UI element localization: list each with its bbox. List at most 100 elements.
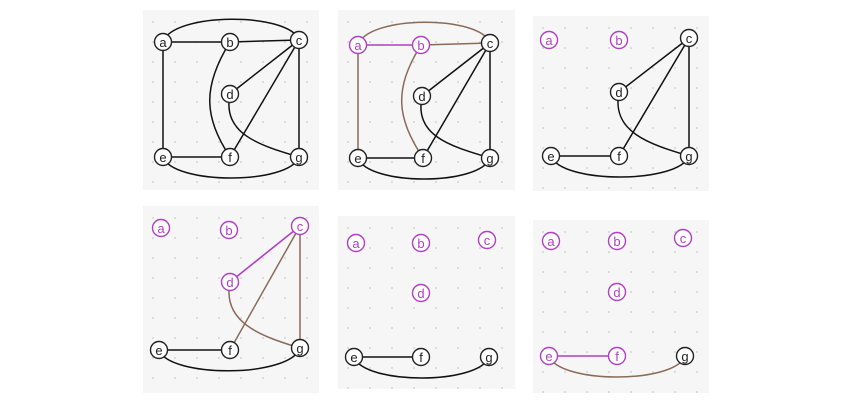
node-label: b <box>613 234 620 249</box>
node-g: g <box>675 346 695 366</box>
node-label: f <box>421 151 425 166</box>
edge-d-g <box>617 91 690 157</box>
node-f: f <box>220 340 240 360</box>
node-label: d <box>613 285 620 300</box>
edge-a-c <box>162 18 300 43</box>
node-label: e <box>545 349 552 364</box>
edge-e-g <box>353 356 490 379</box>
edge-c-f <box>422 42 491 159</box>
node-label: e <box>159 150 166 165</box>
node-circle <box>219 220 239 240</box>
node-circle <box>346 233 366 253</box>
node-c: c <box>480 33 500 53</box>
node-c: c <box>290 216 310 236</box>
node-circle <box>609 82 629 102</box>
node-circle <box>151 218 171 238</box>
node-d: d <box>609 82 629 102</box>
node-c: c <box>289 30 309 50</box>
node-circle <box>477 230 497 250</box>
node-label: a <box>157 221 165 236</box>
edge-c-d <box>421 42 491 97</box>
edge-e-g <box>548 355 686 378</box>
node-label: c <box>487 36 494 51</box>
edge-c-d <box>618 37 690 93</box>
node-c: c <box>477 230 497 250</box>
node-label: c <box>484 233 491 248</box>
node-a: a <box>346 233 366 253</box>
node-circle <box>411 347 431 367</box>
node-label: g <box>296 341 303 356</box>
node-b: b <box>220 32 240 52</box>
node-circle <box>541 146 561 166</box>
node-circle <box>413 148 433 168</box>
node-label: e <box>155 343 162 358</box>
edge-d-g <box>228 93 300 158</box>
edge-a-c <box>357 21 491 46</box>
node-circle <box>153 32 173 52</box>
node-label: d <box>226 87 233 102</box>
node-circle <box>411 233 431 253</box>
node-label: g <box>685 149 692 164</box>
node-circle <box>679 28 699 48</box>
edge-e-g <box>158 347 301 372</box>
node-circle <box>220 272 240 292</box>
node-f: f <box>413 148 433 168</box>
node-label: c <box>686 31 693 46</box>
node-label: b <box>417 38 424 53</box>
node-circle <box>290 216 310 236</box>
node-circle <box>539 30 559 50</box>
node-circle <box>220 84 240 104</box>
edge-b-c <box>229 39 300 43</box>
node-label: f <box>615 349 619 364</box>
edge-c-f <box>618 37 690 157</box>
node-label: g <box>486 151 493 166</box>
node-label: a <box>352 236 360 251</box>
grid-dots <box>152 21 308 183</box>
node-circle <box>679 146 699 166</box>
node-circle <box>609 146 629 166</box>
node-label: b <box>615 33 622 48</box>
node-circle <box>675 346 695 366</box>
node-label: f <box>419 350 423 365</box>
node-b: b <box>411 35 431 55</box>
node-f: f <box>607 346 627 366</box>
node-label: d <box>615 85 622 100</box>
node-circle <box>411 35 431 55</box>
node-circle <box>412 86 432 106</box>
node-d: d <box>607 282 627 302</box>
node-g: g <box>290 338 310 358</box>
node-e: e <box>153 147 173 167</box>
node-circle <box>541 231 561 251</box>
node-circle <box>607 346 627 366</box>
node-label: d <box>226 275 233 290</box>
node-label: e <box>547 149 554 164</box>
edge-b-f <box>401 44 424 159</box>
edge-d-g <box>228 281 301 349</box>
node-d: d <box>412 86 432 106</box>
node-b: b <box>607 231 627 251</box>
node-circle <box>607 231 627 251</box>
node-a: a <box>151 218 171 238</box>
node-label: b <box>226 35 233 50</box>
node-label: a <box>545 33 553 48</box>
node-circle <box>609 30 629 50</box>
node-f: f <box>411 347 431 367</box>
edge-c-d <box>229 39 300 95</box>
grid-dots <box>542 27 698 189</box>
node-circle <box>220 340 240 360</box>
node-e: e <box>344 347 364 367</box>
node-label: a <box>354 38 362 53</box>
edge-e-g <box>162 156 300 179</box>
node-g: g <box>679 146 699 166</box>
node-label: a <box>159 35 167 50</box>
node-a: a <box>153 32 173 52</box>
node-circle <box>153 147 173 167</box>
node-a: a <box>348 35 368 55</box>
node-label: b <box>417 236 424 251</box>
